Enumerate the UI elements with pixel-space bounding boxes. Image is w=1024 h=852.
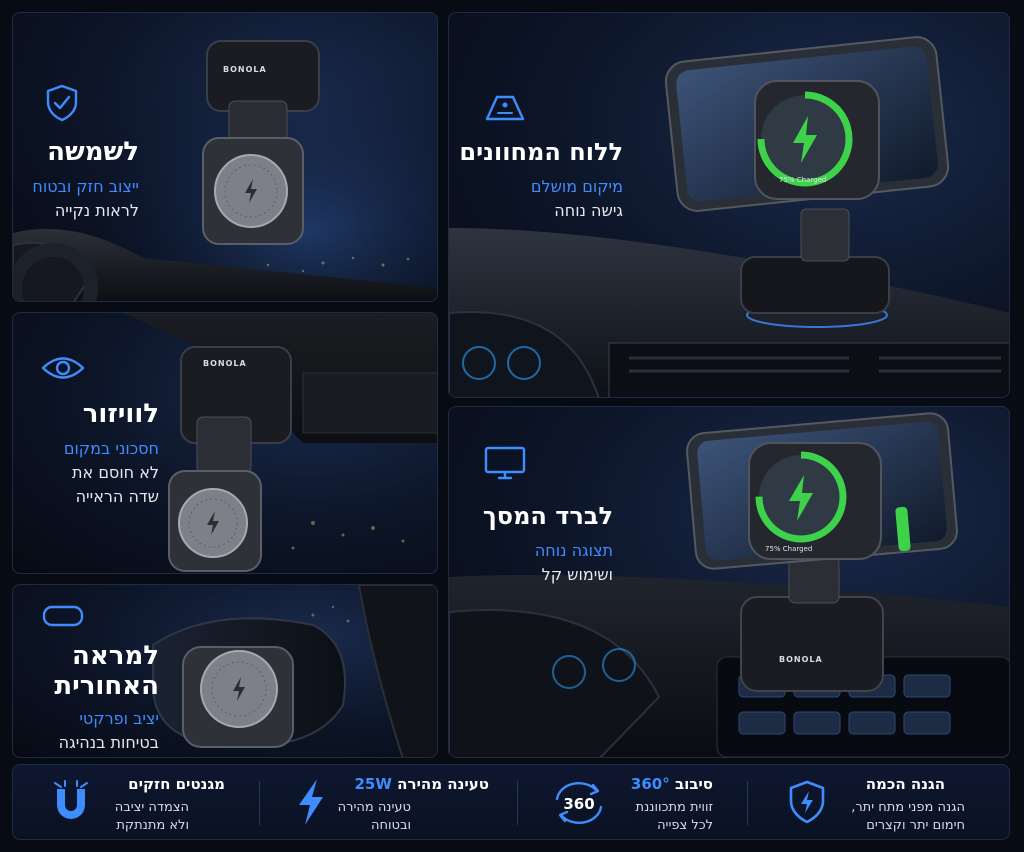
feature-rotation-label: סיבוב [674,775,713,793]
mirror-desc: בטיחות בנהיגה [58,733,159,752]
visor-desc-line1: לא חוסם את [72,463,159,482]
screen-charge-label: 75% Charged [765,545,813,553]
dashboard-subtitle: מיקום מושלם [530,177,623,196]
visor-scene [123,313,437,572]
mirror-subtitle: יציב ופרקטי [79,709,159,728]
panel-screen: 75% Charged BONOLA לברד המסך תצוגה נוחה … [448,406,1010,758]
dashboard-desc: גישה נוחה [554,201,623,220]
monitor-icon [484,446,526,480]
panel-visor: BONOLA לוויזור חסכוני במקום לא חוסם את ש… [12,312,438,574]
feature-divider [259,781,260,825]
screen-title: לברד המסך [482,502,613,530]
feature-rotation-value: 360° [630,775,670,793]
mirror-scene [152,585,437,757]
feature-fast-charge-desc: טעינה מהירה ובטוחה [337,800,411,833]
screen-scene [449,412,1009,757]
feature-bar: הגנה הכמה הגנה מפני מתח יתר, חימום יתר ו… [12,764,1010,840]
feature-fast-charge: טעינה מהירה 25W טעינה מהירה ובטוחה [293,765,503,841]
feature-rotation-desc: זווית מתכווננת לכל צפייה [635,800,713,833]
dashboard-title: ללוח המחוונים [459,138,623,166]
dashboard-icon [485,95,525,121]
windshield-title: לשמשה [47,137,139,167]
rotate-360-icon-text: 360 [563,795,594,813]
feature-rotation: 360 סיבוב 360° זווית מתכווננת לכל צפייה [543,765,743,841]
feature-magnets-title: מגנטים חזקים [128,775,225,793]
feature-rotation-title: סיבוב 360° [631,775,713,793]
lightning-icon [299,779,323,825]
visor-subtitle: חסכוני במקום [63,439,159,458]
rotate-360-icon: 360 [555,782,603,824]
screen-subtitle: תצוגה נוחה [534,541,613,560]
feature-magnets-desc: הצמדה יציבה ולא מתנתקת [114,800,189,833]
feature-magnets: מגנטים חזקים הצמדה יציבה ולא מתנתקת [49,765,239,841]
visor-brand: BONOLA [203,359,247,368]
feature-fast-charge-label: טעינה מהירה [397,775,489,793]
feature-protection: הגנה הכמה הגנה מפני מתח יתר, חימום יתר ו… [773,765,991,841]
screen-brand: BONOLA [779,655,823,664]
mirror-title-line2: האחורית [54,671,159,701]
feature-fast-charge-title: טעינה מהירה 25W [355,775,490,793]
windshield-desc: לראות נקייה [54,201,139,220]
visor-title: לוויזור [82,399,159,429]
dashboard-scene [449,36,1009,397]
mirror-icon [42,605,84,627]
feature-divider [747,781,748,825]
screen-desc: ושימוש קל [541,565,613,584]
windshield-scene [13,13,437,301]
feature-fast-charge-value: 25W [354,775,392,793]
feature-protection-title: הגנה הכמה [865,775,945,793]
shield-check-icon [46,84,78,122]
visor-desc-line2: שדה הראייה [75,487,159,506]
mirror-title-line1: למראה [72,641,159,671]
shield-bolt-icon [789,780,825,824]
eye-icon [41,357,85,379]
magnet-icon [54,780,88,819]
windshield-brand: BONOLA [223,65,267,74]
dashboard-charge-label: 75% Charged [779,176,827,184]
windshield-subtitle: ייצוב חזק ובטוח [32,177,139,196]
panel-windshield: BONOLA לשמשה ייצוב חזק ובטוח לראות נקייה [12,12,438,302]
feature-protection-desc: הגנה מפני מתח יתר, חימום יתר וקצרים [851,800,965,833]
feature-divider [517,781,518,825]
panel-dashboard: 75% Charged ללוח המחוונים מיקום מושלם גי… [448,12,1010,398]
panel-mirror: למראה האחורית יציב ופרקטי בטיחות בנהיגה [12,584,438,758]
